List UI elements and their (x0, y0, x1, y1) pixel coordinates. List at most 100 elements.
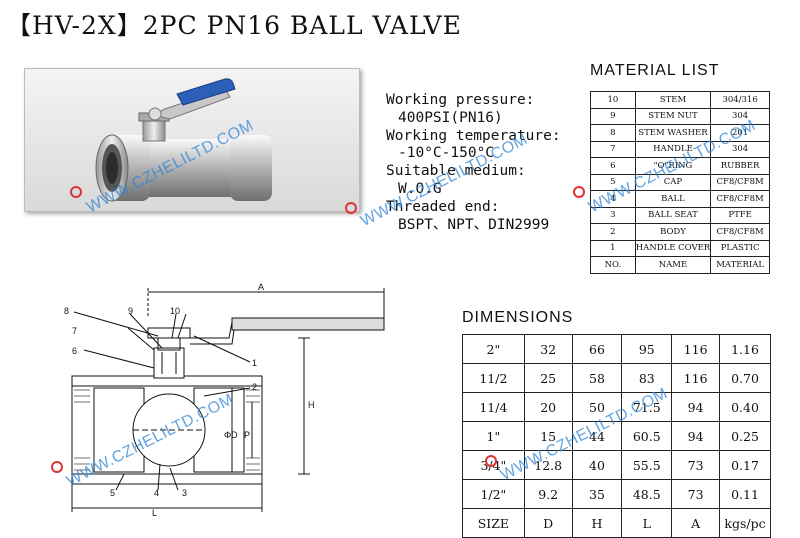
dimension-cell: 44 (571, 421, 623, 451)
dimension-cell: 0.11 (719, 479, 771, 509)
dimension-cell: 71.5 (621, 392, 673, 422)
dimension-cell: 32 (523, 334, 573, 364)
part-label-4: 4 (154, 488, 159, 498)
part-label-2: 2 (252, 382, 257, 392)
dimension-cell: 48.5 (621, 479, 673, 509)
dimension-cell: 66 (571, 334, 623, 364)
dimension-cell: 11/4 (462, 392, 525, 422)
material-cell: CF8/CF8M (710, 173, 770, 191)
material-header-cell: MATERIAL (710, 256, 770, 274)
watermark-logo-icon (485, 455, 497, 467)
dimension-cell: 1.16 (719, 334, 771, 364)
dimension-cell: 2" (462, 334, 525, 364)
dimensions-title: DIMENSIONS (462, 309, 574, 326)
part-label-6: 6 (72, 346, 77, 356)
dimension-cell: 1/2" (462, 479, 525, 509)
part-label-3: 3 (182, 488, 187, 498)
dimension-cell: 20 (523, 392, 573, 422)
pressure-value: 400PSI(PN16) (398, 109, 503, 126)
watermark-logo-icon (345, 202, 357, 214)
part-label-5: 5 (110, 488, 115, 498)
dimension-cell: 0.25 (719, 421, 771, 451)
material-cell: 1 (590, 239, 636, 257)
dimension-header-cell: H (571, 508, 623, 538)
dimension-header-cell: kgs/pc (719, 508, 771, 538)
material-cell: STEM WASHER (634, 124, 712, 142)
material-cell: BODY (634, 223, 712, 241)
watermark-logo-icon (51, 461, 63, 473)
material-cell: BALL (634, 190, 712, 208)
dimension-cell: 94 (671, 392, 721, 422)
dimension-cell: 60.5 (621, 421, 673, 451)
dimension-cell: 83 (621, 363, 673, 393)
medium-value: W.O.G (398, 180, 442, 197)
dimension-header-cell: L (621, 508, 673, 538)
spec-block: Working pressure: 400PSI(PN16) Working t… (386, 92, 561, 234)
dimension-cell: 12.8 (523, 450, 573, 480)
thread-value: BSPT、NPT、DIN2999 (398, 216, 550, 233)
page-title: 【HV-2X】2PC PN16 BALL VALVE (6, 11, 462, 40)
dimension-cell: 116 (671, 334, 721, 364)
part-label-7: 7 (72, 326, 77, 336)
dimension-cell: 40 (571, 450, 623, 480)
material-cell: 304/316 (710, 91, 770, 109)
material-cell: STEM (634, 91, 712, 109)
ball-valve-image (95, 78, 272, 202)
material-header-cell: NAME (634, 256, 712, 274)
material-list-title: MATERIAL LIST (590, 62, 720, 79)
dimension-header-cell: A (671, 508, 721, 538)
dimension-cell: 9.2 (523, 479, 573, 509)
material-cell: CF8/CF8M (710, 223, 770, 241)
part-label-10: 10 (170, 306, 180, 316)
watermark-logo-icon (573, 186, 585, 198)
pressure-label: Working pressure: (386, 92, 535, 108)
dim-d-label: ΦD (224, 430, 238, 440)
dimension-cell: 58 (571, 363, 623, 393)
part-label-1: 1 (252, 358, 257, 368)
dimension-cell: 1" (462, 421, 525, 451)
dimension-cell: 55.5 (621, 450, 673, 480)
material-cell: PLASTIC (710, 239, 770, 257)
dimension-cell: 94 (671, 421, 721, 451)
dim-p-label: P (244, 430, 250, 440)
material-cell: 9 (590, 107, 636, 125)
material-header-cell: NO. (590, 256, 636, 274)
material-cell: 6 (590, 157, 636, 175)
dimension-cell: 0.40 (719, 392, 771, 422)
material-cell: BALL SEAT (634, 206, 712, 224)
material-cell: CF8/CF8M (710, 190, 770, 208)
part-label-8: 8 (64, 306, 69, 316)
thread-label: Threaded end: (386, 198, 500, 215)
material-cell: 10 (590, 91, 636, 109)
dimension-cell: 73 (671, 479, 721, 509)
dimension-cell: 116 (671, 363, 721, 393)
temperature-label: Working temperature: (386, 127, 561, 144)
dimension-cell: 0.17 (719, 450, 771, 480)
material-cell: 8 (590, 124, 636, 142)
dimension-cell: 73 (671, 450, 721, 480)
medium-label: Suitable medium: (386, 163, 526, 180)
material-cell: 2 (590, 223, 636, 241)
dimension-cell: 35 (571, 479, 623, 509)
part-label-9: 9 (128, 306, 133, 316)
dimension-cell: 11/2 (462, 363, 525, 393)
dimension-cell: 0.70 (719, 363, 771, 393)
material-cell: STEM NUT (634, 107, 712, 125)
dim-l-label: L (152, 508, 157, 518)
dim-a-label: A (258, 282, 264, 292)
dimension-cell: 25 (523, 363, 573, 393)
dimension-header-cell: SIZE (462, 508, 525, 538)
